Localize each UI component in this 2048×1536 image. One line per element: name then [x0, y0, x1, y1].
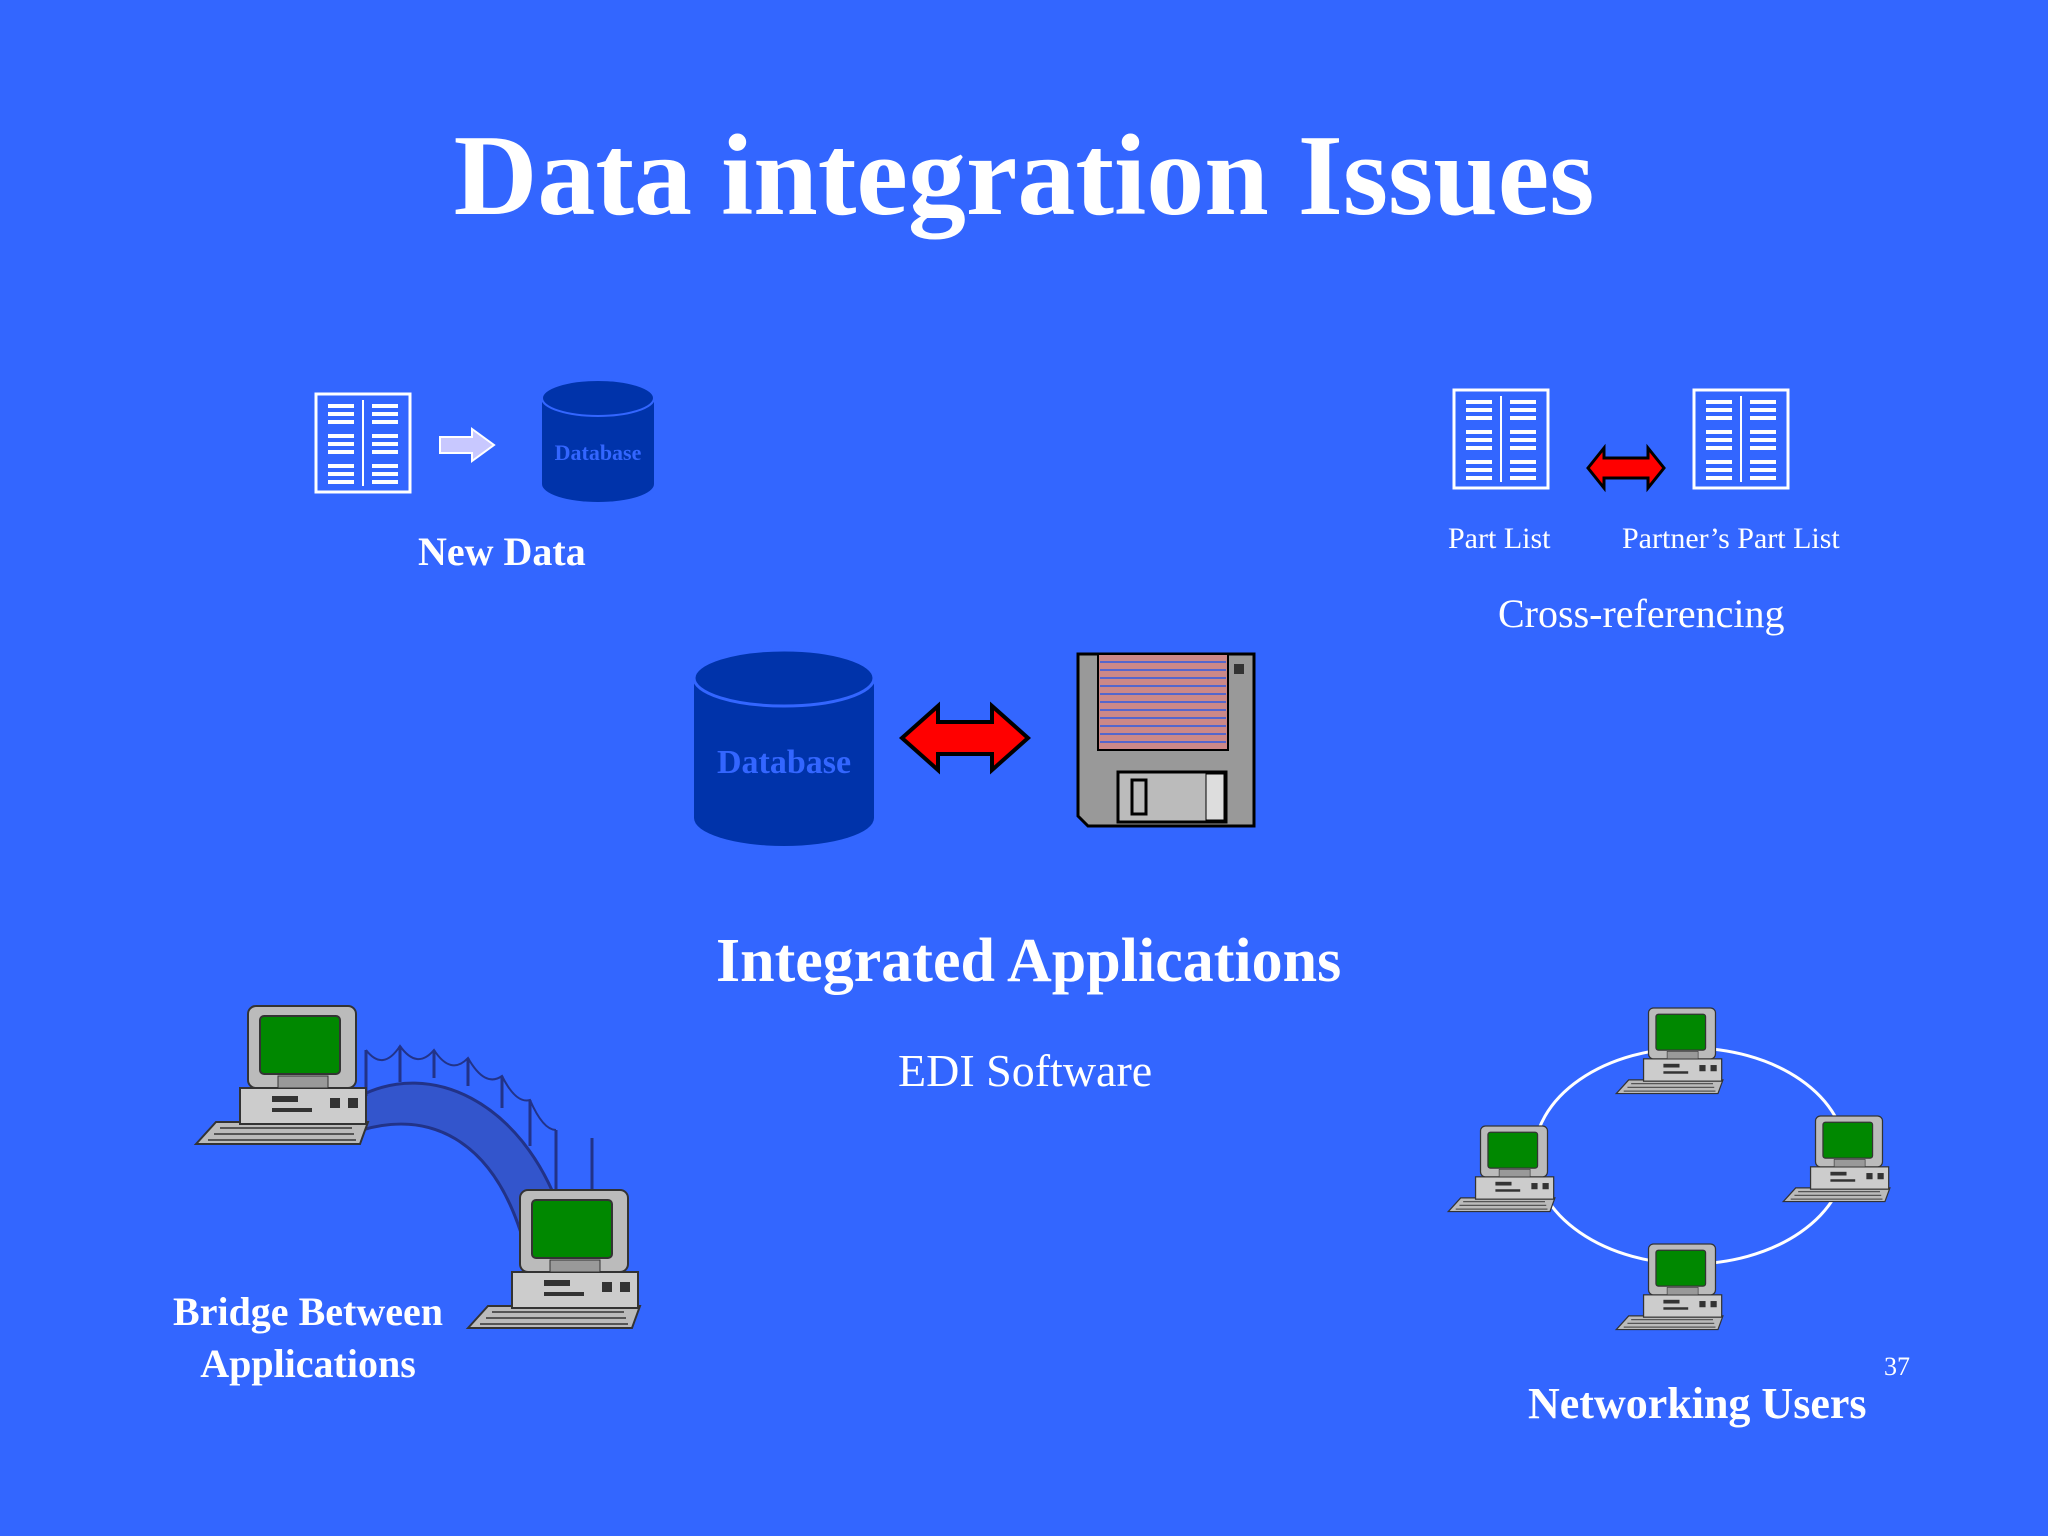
computer-icon	[1782, 1115, 1891, 1203]
bridge-label: Bridge Between Applications	[160, 1286, 456, 1390]
partner-part-list-label: Partner’s Part List	[1622, 522, 1840, 555]
new-data-database-label: Database	[554, 440, 642, 465]
bridge-graphic	[195, 1005, 641, 1329]
database-icon	[541, 379, 655, 502]
document-icon	[314, 392, 412, 494]
networking-graphic	[1447, 1007, 1891, 1331]
center-database-label: Database	[716, 744, 852, 781]
computer-icon	[467, 1189, 641, 1329]
integrated-applications-label: Integrated Applications	[716, 927, 1342, 995]
networking-users-label: Networking Users	[1528, 1379, 1867, 1428]
new-data-graphic	[314, 379, 655, 502]
bridge-label-line2: Applications	[200, 1341, 416, 1386]
part-list-label: Part List	[1448, 522, 1551, 555]
page-number: 37	[1884, 1352, 1910, 1381]
computer-icon	[1447, 1125, 1556, 1213]
cross-reference-graphic	[1452, 388, 1790, 493]
double-arrow-icon	[1586, 443, 1666, 493]
cross-referencing-label: Cross-referencing	[1498, 591, 1785, 636]
arrow-right-icon	[439, 427, 496, 463]
part-list-document-icon	[1452, 388, 1550, 490]
integrated-applications-graphic	[692, 648, 1256, 846]
slide-title: Data integration Issues	[453, 112, 1595, 240]
bridge-label-line1: Bridge Between	[173, 1289, 443, 1334]
partner-part-list-document-icon	[1692, 388, 1790, 490]
new-data-label: New Data	[418, 529, 586, 574]
database-icon	[692, 648, 876, 846]
edi-software-label: EDI Software	[898, 1045, 1153, 1096]
floppy-disk-icon	[1076, 652, 1256, 828]
double-arrow-icon	[898, 701, 1032, 775]
computer-icon	[195, 1005, 369, 1145]
computer-icon	[1615, 1007, 1724, 1095]
